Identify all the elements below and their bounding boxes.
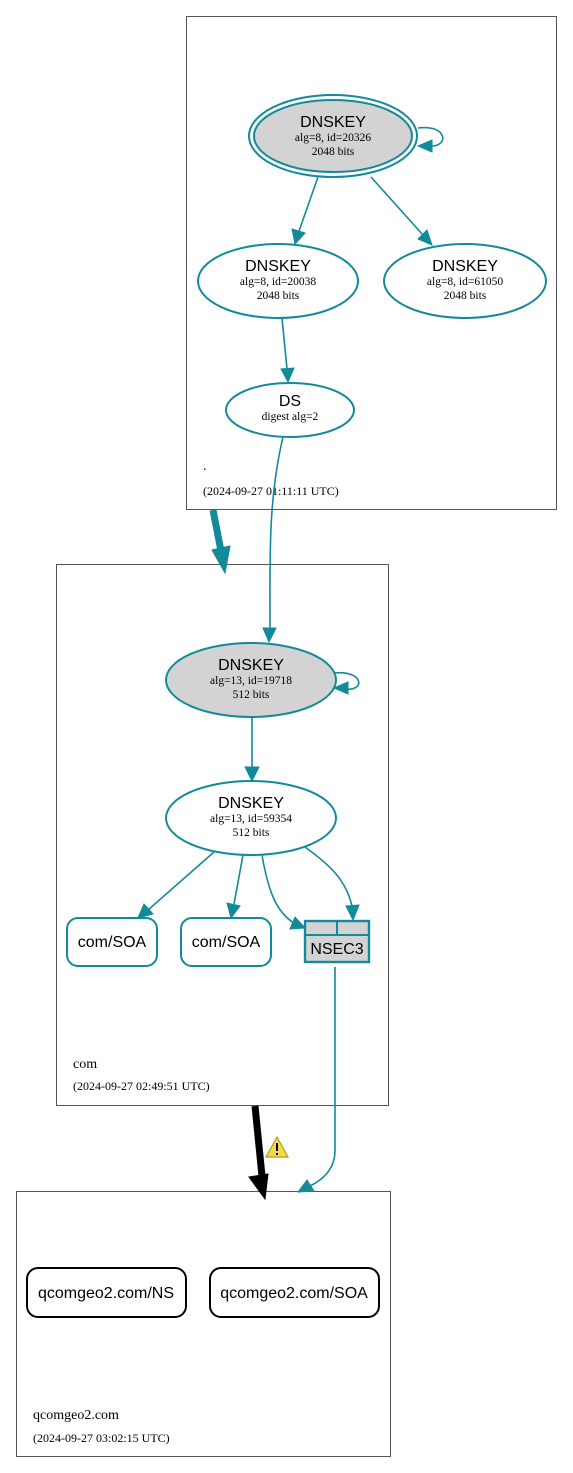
node-com-nsec3-label: NSEC3	[310, 941, 363, 958]
edge-root-ksk-zsk1-arrow	[291, 228, 306, 246]
node-com-zsk-title: DNSKEY	[218, 795, 284, 812]
edge-delegation-com-qcomgeo2-arrow	[248, 1173, 269, 1201]
edges	[137, 126, 444, 1201]
node-com-ds-title: DS	[279, 393, 301, 410]
zone-com-name: com	[73, 1057, 97, 1072]
edge-com-zsk-nsec3-a-arrow	[289, 916, 307, 930]
node-com-zsk-alg: alg=13, id=59354	[210, 813, 292, 825]
edge-com-zsk-soa1-arrow	[137, 903, 154, 919]
edge-com-ksk-self	[333, 672, 360, 690]
edge-root-ksk-zsk2-arrow	[417, 229, 433, 246]
node-com-soa-1-label: com/SOA	[78, 934, 147, 951]
edge-com-zsk-nsec3-b-arrow	[345, 904, 360, 922]
node-com-ksk-title: DNSKEY	[218, 657, 284, 674]
node-root-ksk[interactable]: DNSKEY alg=8, id=20326 2048 bits	[248, 94, 418, 178]
edge-root-ksk-zsk2	[370, 176, 424, 236]
zone-qcomgeo2-timestamp: (2024-09-27 03:02:15 UTC)	[33, 1431, 170, 1445]
edge-nsec3-qcomgeo2-arrow	[296, 1179, 315, 1193]
node-com-soa-1[interactable]: com/SOA	[66, 917, 158, 967]
edge-root-zsk1-ds	[281, 317, 288, 370]
edge-delegation-root-com-arrow	[211, 545, 231, 575]
node-qcomgeo2-ns[interactable]: qcomgeo2.com/NS	[26, 1267, 187, 1318]
node-com-ksk[interactable]: DNSKEY alg=13, id=19718 512 bits	[165, 642, 337, 718]
node-qcomgeo2-ns-label: qcomgeo2.com/NS	[38, 1285, 174, 1302]
edge-root-ksk-self-arrow	[416, 139, 433, 153]
edge-root-ksk-self	[417, 126, 444, 147]
edge-ds-com-ksk	[269, 436, 284, 629]
node-root-zsk2[interactable]: DNSKEY alg=8, id=61050 2048 bits	[383, 243, 547, 319]
edge-com-zsk-nsec3-a	[261, 854, 295, 924]
edge-delegation-com-qcomgeo2	[251, 1105, 266, 1177]
edge-com-zsk-soa2	[233, 854, 244, 905]
node-com-zsk-bits: 512 bits	[233, 827, 270, 839]
zone-qcomgeo2-name: qcomgeo2.com	[33, 1408, 119, 1423]
zone-root-name: .	[203, 459, 207, 474]
node-com-nsec3[interactable]: NSEC3	[303, 919, 371, 964]
edge-ds-com-ksk-arrow	[262, 627, 277, 644]
node-root-zsk1[interactable]: DNSKEY alg=8, id=20038 2048 bits	[197, 243, 359, 319]
node-root-zsk2-bits: 2048 bits	[444, 290, 487, 302]
edge-root-ksk-zsk1	[298, 176, 319, 232]
node-com-soa-2[interactable]: com/SOA	[180, 917, 272, 967]
node-root-zsk2-title: DNSKEY	[432, 258, 498, 275]
node-root-zsk1-bits: 2048 bits	[257, 290, 300, 302]
node-qcomgeo2-soa[interactable]: qcomgeo2.com/SOA	[209, 1267, 380, 1318]
node-com-soa-2-label: com/SOA	[192, 934, 261, 951]
node-root-ksk-bits: 2048 bits	[312, 146, 355, 158]
node-com-zsk[interactable]: DNSKEY alg=13, id=59354 512 bits	[165, 780, 337, 856]
edge-com-ksk-zsk-arrow	[244, 766, 260, 783]
node-qcomgeo2-soa-label: qcomgeo2.com/SOA	[220, 1285, 368, 1302]
node-root-zsk1-alg: alg=8, id=20038	[240, 276, 316, 288]
node-root-zsk2-alg: alg=8, id=61050	[427, 276, 503, 288]
edge-com-zsk-nsec3-b	[304, 846, 353, 907]
node-root-ksk-alg: alg=8, id=20326	[295, 132, 371, 144]
edge-nsec3-qcomgeo2	[309, 967, 336, 1187]
edge-com-ksk-self-arrow	[332, 681, 349, 695]
node-root-zsk1-title: DNSKEY	[245, 258, 311, 275]
node-com-ksk-alg: alg=13, id=19718	[210, 675, 292, 687]
edge-com-zsk-soa2-arrow	[226, 902, 241, 920]
edge-root-zsk1-ds-arrow	[280, 367, 295, 384]
zone-root-timestamp: (2024-09-27 01:11:11 UTC)	[203, 484, 339, 498]
warning-triangle-icon	[264, 1135, 290, 1158]
node-com-ds[interactable]: DS digest alg=2	[225, 382, 355, 438]
node-root-ksk-title: DNSKEY	[300, 114, 366, 131]
edge-delegation-root-com	[209, 509, 225, 552]
node-com-ds-digest: digest alg=2	[262, 411, 319, 423]
edge-com-zsk-soa1	[147, 851, 215, 911]
zone-qcomgeo2: qcomgeo2.com (2024-09-27 03:02:15 UTC)	[16, 1191, 391, 1457]
zone-com-timestamp: (2024-09-27 02:49:51 UTC)	[73, 1079, 210, 1093]
node-com-ksk-bits: 512 bits	[233, 689, 270, 701]
